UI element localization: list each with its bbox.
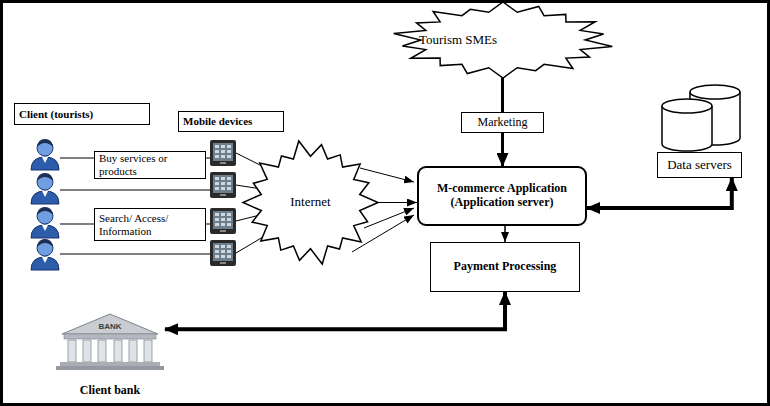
action-box: Search/ Access/ Information: [94, 208, 206, 241]
node-text: M-commerce Application (Application serv…: [425, 182, 579, 210]
bank-illustration: [56, 314, 164, 370]
action-box: Buy services or products: [94, 151, 206, 179]
client-link-line: [60, 254, 210, 255]
node-text: Client (tourists): [19, 108, 93, 121]
node-text: Data servers: [667, 158, 732, 173]
bank-column: [83, 340, 91, 362]
group-label-box: Mobile devices: [178, 111, 284, 132]
bank-entablature: [64, 334, 156, 339]
process-box: Payment Processing: [430, 242, 580, 292]
request-arrow: [364, 208, 414, 228]
starburst-node: Internet: [243, 140, 378, 265]
cylinder-top: [690, 85, 740, 99]
connector-arrow: [501, 133, 504, 166]
node-text: Client bank: [80, 384, 140, 398]
connector-line: [501, 78, 504, 112]
group-label-box: Client (tourists): [14, 103, 150, 125]
person-icon: [31, 207, 59, 238]
person-icon: [31, 139, 59, 170]
connector-arrow: [504, 226, 506, 242]
node-text: Internet: [290, 195, 330, 210]
bank-step: [60, 362, 160, 366]
connector-arrow: [165, 292, 505, 329]
connector-arrow: [378, 202, 417, 203]
phone-icon: [210, 172, 236, 198]
request-arrow: [360, 168, 414, 182]
starburst-node: Tourism SMEs: [392, 2, 614, 78]
bank-step: [56, 366, 164, 370]
bank-column: [129, 340, 137, 362]
cylinder-top: [662, 99, 712, 113]
node-text: Buy services or products: [99, 152, 201, 177]
node-text: Tourism SMEs: [419, 33, 497, 48]
starburst-shape: [243, 141, 378, 264]
sign-text: BANK: [92, 322, 128, 332]
phone-icon: [210, 208, 236, 234]
storage-box: Data servers: [657, 152, 742, 178]
bank-column: [114, 340, 122, 362]
person-icon: [31, 239, 59, 270]
node-text: Mobile devices: [183, 115, 252, 128]
server-box: M-commerce Application (Application serv…: [417, 166, 587, 226]
client-link-line: [60, 190, 210, 191]
database-symbol: [662, 85, 740, 151]
phone-icon: [210, 240, 236, 266]
connector-arrow: [587, 178, 732, 208]
node-text: Search/ Access/ Information: [99, 212, 201, 237]
phone-icon: [210, 140, 236, 166]
node-text: Marketing: [478, 116, 528, 130]
bank-column: [144, 340, 152, 362]
bank-column: [68, 340, 76, 362]
process-box: Marketing: [461, 112, 544, 133]
bank-column: [98, 340, 106, 362]
bank-pediment: [62, 314, 158, 334]
node-text: Payment Processing: [454, 260, 557, 274]
starburst-shape: [394, 2, 613, 78]
person-icon: [31, 173, 59, 204]
